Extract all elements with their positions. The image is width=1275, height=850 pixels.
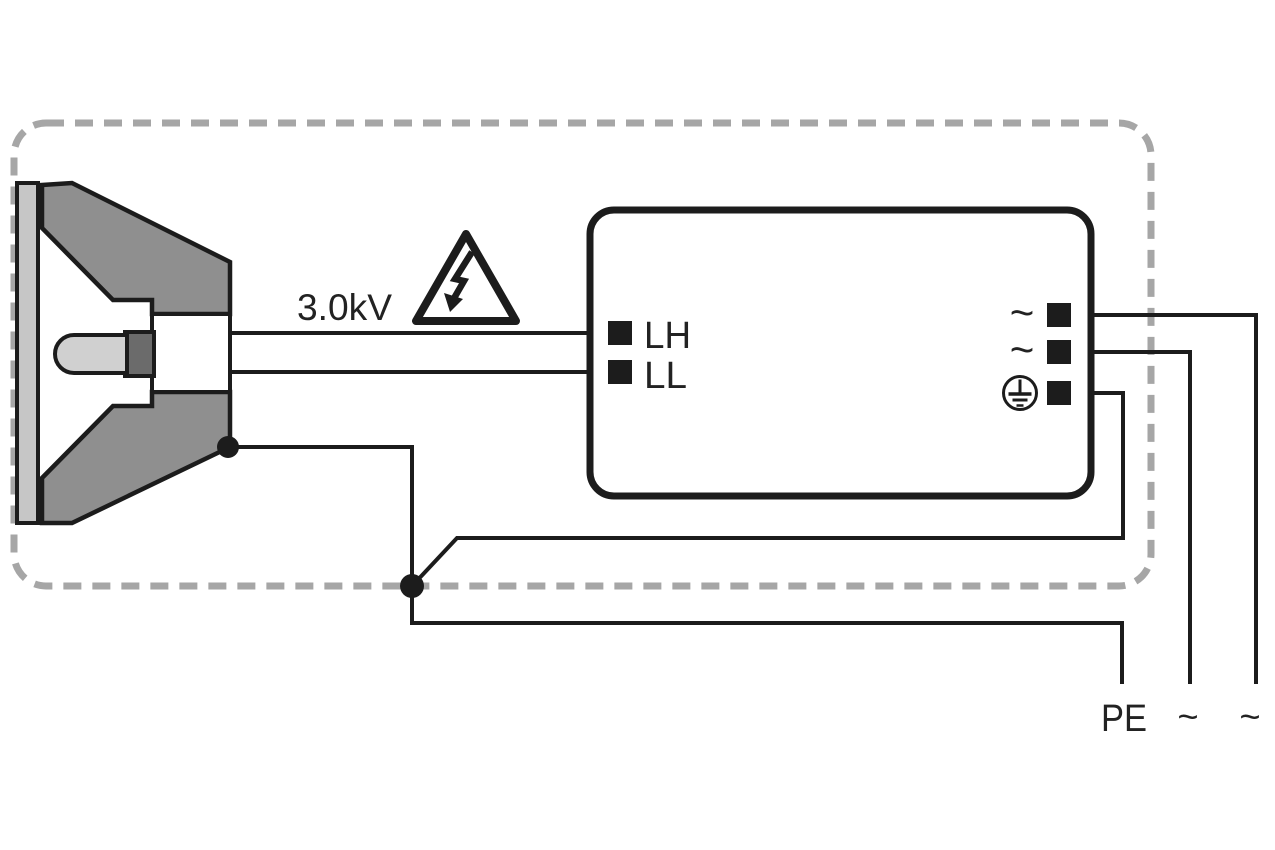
wire-ac-output-2 — [1062, 350, 1192, 684]
wiring — [228, 313, 1258, 684]
lamp-bulb — [53, 333, 129, 375]
wire-lamp-earth — [228, 445, 414, 586]
wire-pe-output — [410, 586, 1124, 684]
terminal-ll — [608, 360, 632, 384]
ac-output-2-label: ~ — [1239, 696, 1260, 737]
terminal-lh — [608, 321, 632, 345]
lamp-bulb-base — [123, 330, 156, 378]
terminal-earth — [1047, 381, 1071, 405]
terminal-ll-label: LL — [644, 355, 687, 397]
terminal-lh-label: LH — [644, 315, 691, 357]
wire-earth-return — [410, 391, 1125, 588]
lamp-symbol — [15, 180, 233, 526]
voltage-rating-label: 3.0kV — [297, 287, 392, 328]
high-voltage-warning-icon — [412, 230, 520, 325]
lamp-reflector-top — [39, 180, 233, 317]
terminal-ac-mid-label: ~ — [1010, 326, 1035, 373]
protective-earth-icon — [1002, 375, 1038, 411]
wire-ac-output-1 — [1062, 313, 1258, 684]
junction-dot-boundary — [400, 574, 424, 598]
lamp-socket — [150, 312, 232, 394]
ac-output-1-label: ~ — [1177, 696, 1198, 737]
junction-dot-lamp — [217, 436, 239, 458]
terminal-ac-mid — [1047, 340, 1071, 364]
pe-output-label: PE — [1101, 698, 1147, 740]
luminaire-boundary-dashed-border — [10, 119, 1155, 590]
ballast-box — [586, 206, 1095, 500]
lamp-reflector-bottom — [39, 389, 233, 526]
terminal-ac-top-label: ~ — [1010, 289, 1035, 336]
terminal-ac-top — [1047, 303, 1071, 327]
lamp-lens — [15, 181, 40, 525]
